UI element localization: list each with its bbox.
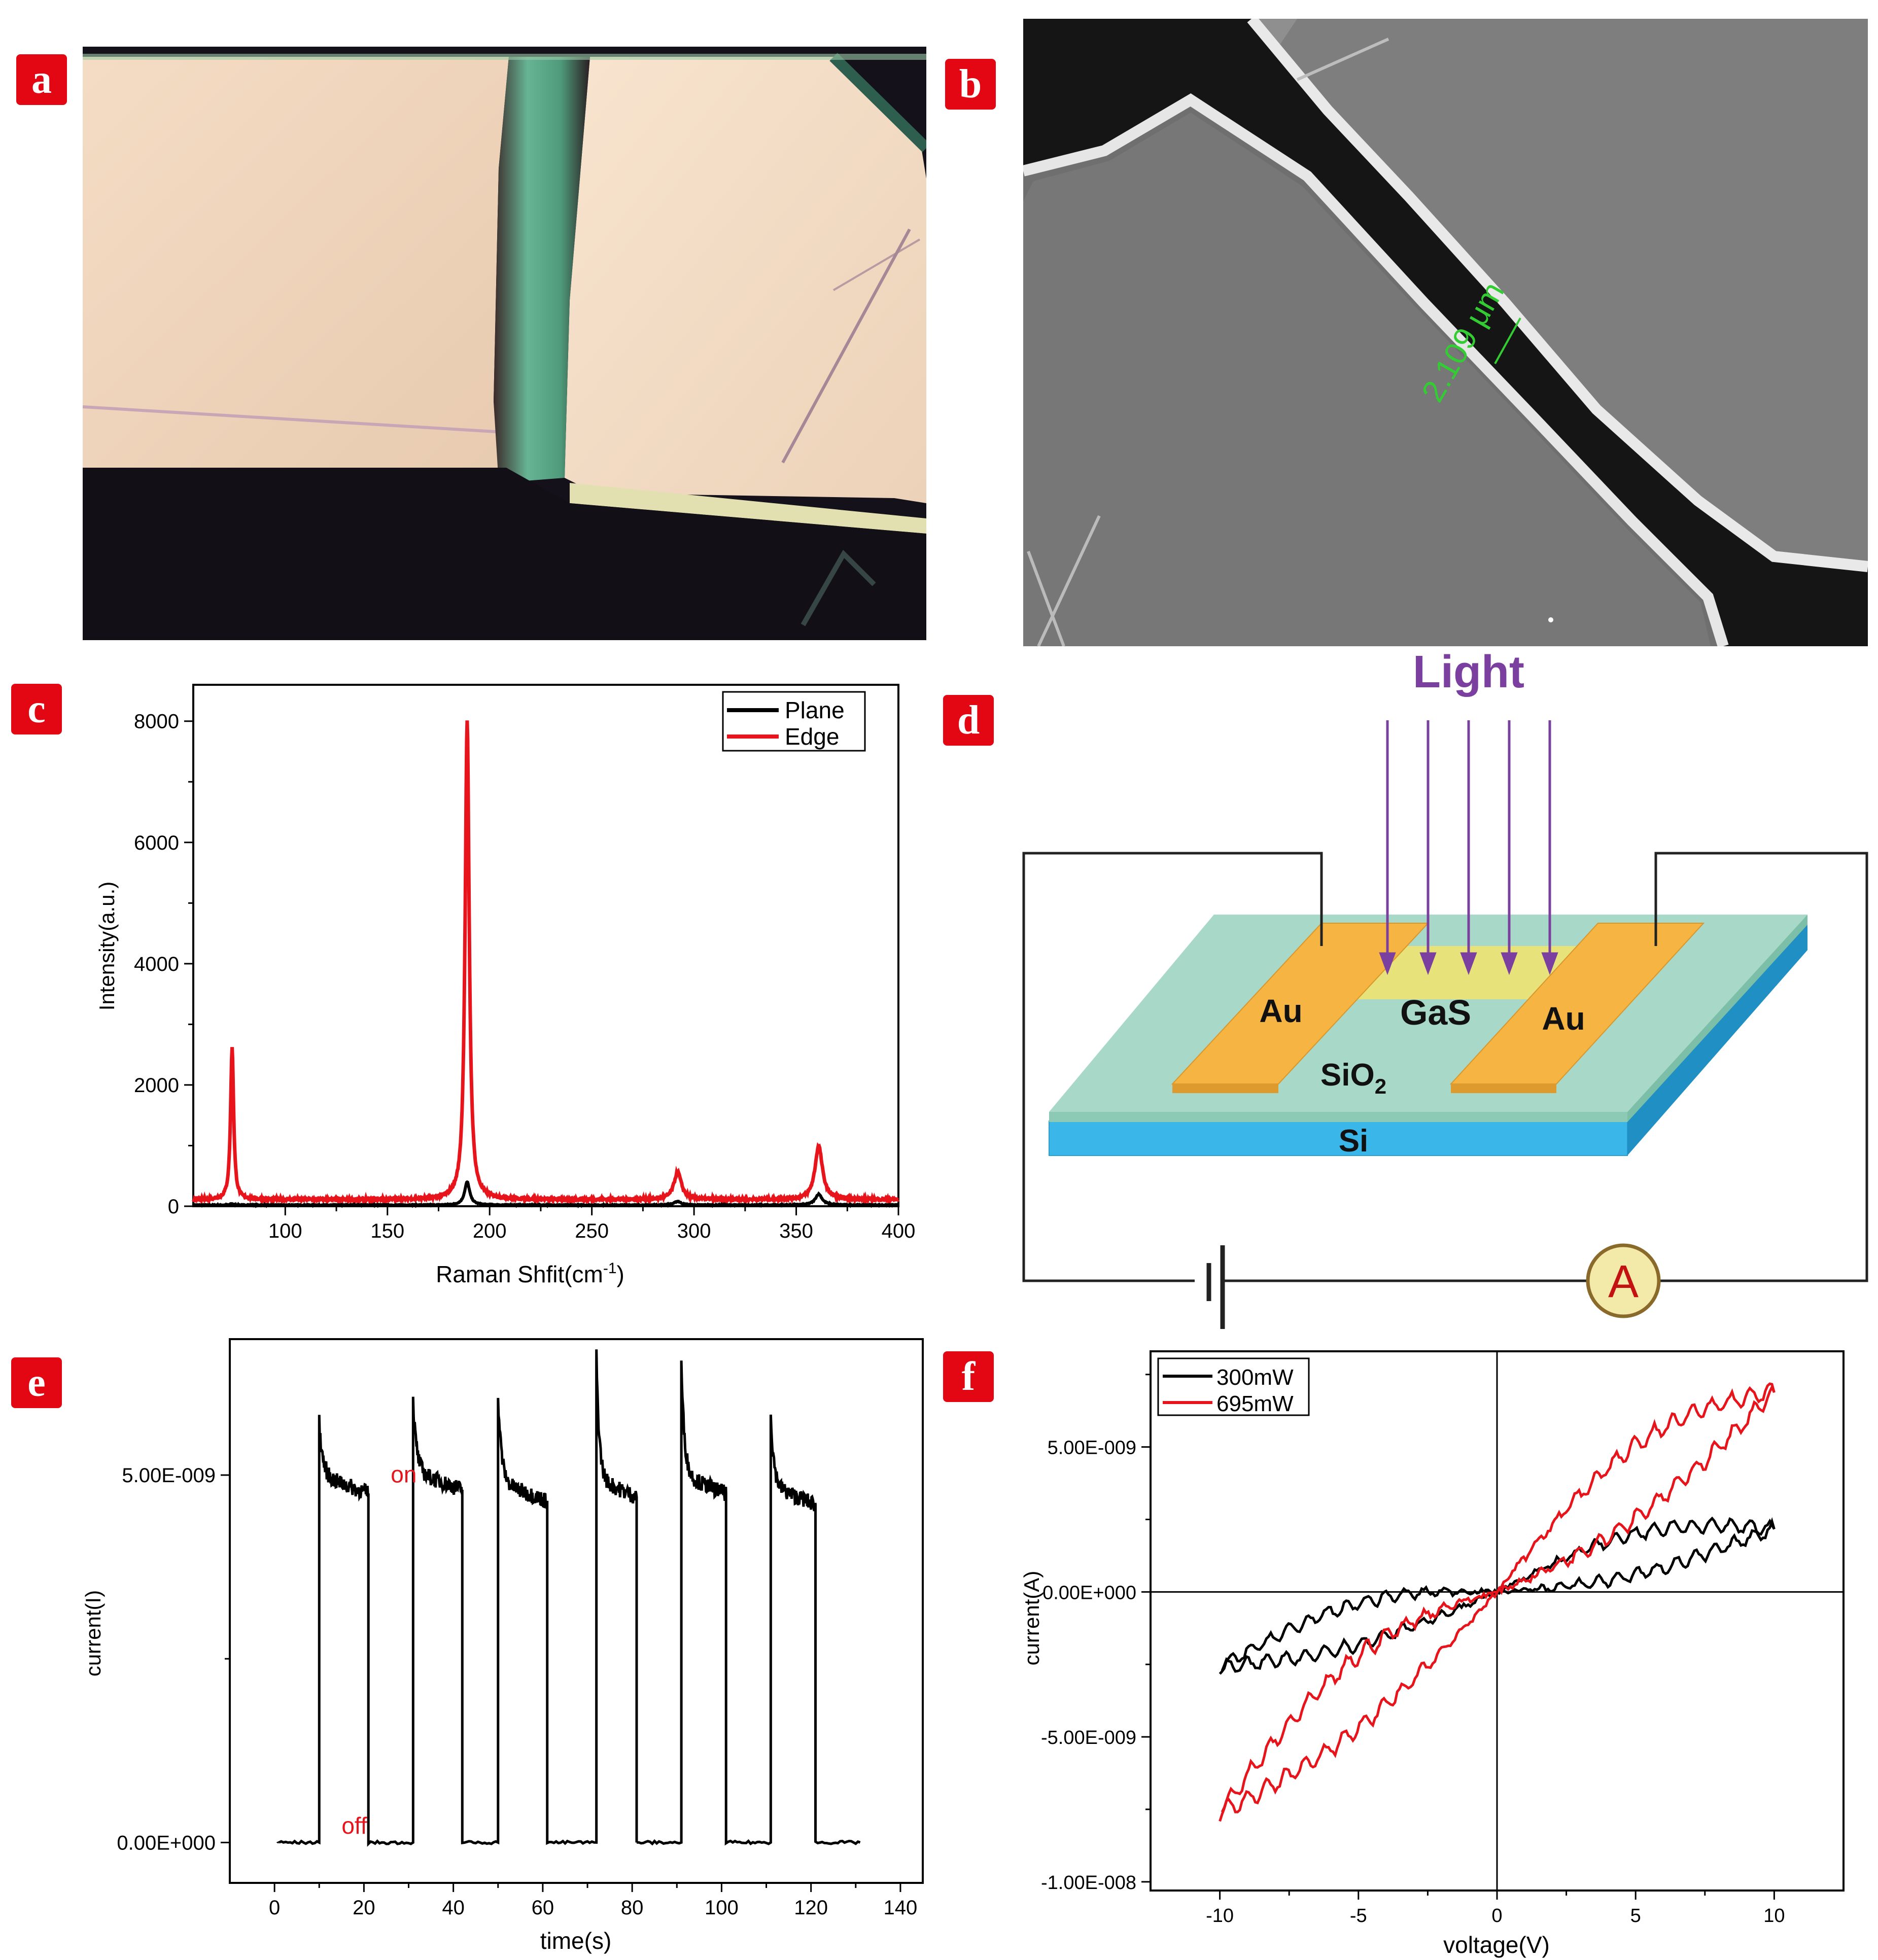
x-tick-label: 40 (442, 1897, 465, 1919)
x-tick-label: 60 (532, 1897, 554, 1919)
electrode-left-front (1172, 1084, 1278, 1093)
circuit-wire (1022, 852, 1323, 1282)
si-label: Si (1339, 1124, 1369, 1159)
y-tick-label: -5.00E-009 (1041, 1727, 1136, 1748)
legend-695mw-label: 695mW (1216, 1391, 1294, 1416)
x-tick-label: 80 (621, 1897, 644, 1919)
x-tick-label: 120 (794, 1897, 828, 1919)
gas-channel (1339, 946, 1593, 999)
panel-label-e: e (11, 1357, 62, 1408)
annotation-on: on (391, 1461, 416, 1487)
x-tick-label: 140 (884, 1897, 918, 1919)
legend-edge-label: Edge (785, 723, 839, 750)
x-tick-label: 300 (677, 1220, 711, 1242)
photoresponse-y-axis-label: current(I) (81, 1590, 105, 1676)
photoresponse-chart: 0 20 40 60 80 100 120 140 0.00E+000 5.00E-009 on o… (81, 1338, 924, 1954)
x-tick-label: 400 (882, 1220, 916, 1242)
au-left-label: Au (1259, 993, 1302, 1029)
y-tick-label: 8000 (134, 711, 179, 733)
y-tick-label: 0.00E+000 (117, 1832, 216, 1854)
raman-series-edge (192, 720, 900, 1207)
iv-series-695mw (1219, 1382, 1776, 1822)
annotation-off: off (341, 1812, 367, 1839)
x-tick-label: 150 (370, 1220, 404, 1242)
panel-label-b: b (945, 59, 996, 110)
photocurrent-trace (276, 1349, 861, 1847)
iv-y-axis-label: current(A) (1020, 1571, 1044, 1666)
sem-micrograph: 2.109 μm (1023, 19, 1868, 646)
legend-300mw-label: 300mW (1216, 1365, 1294, 1390)
sio2-layer-front (1049, 1112, 1627, 1122)
y-tick-label: 5.00E-009 (122, 1464, 216, 1487)
x-tick-label: 10 (1763, 1905, 1785, 1927)
raman-series-group (192, 720, 900, 1208)
light-arrows (1379, 720, 1558, 975)
device-schematic: Light GaS Au Au SiO2 Si A (1022, 649, 1868, 1329)
circuit-wire-right (1651, 852, 1868, 1282)
iv-series-group (1219, 1382, 1776, 1822)
light-label: Light (1413, 649, 1524, 697)
x-tick-label: -10 (1206, 1905, 1234, 1927)
sio2-label: SiO2 (1320, 1058, 1386, 1098)
gas-label: GaS (1400, 993, 1471, 1032)
y-tick-label: 0 (168, 1196, 179, 1218)
iv-series-300mw (1219, 1516, 1776, 1675)
si-substrate-side (1627, 916, 1807, 1156)
photoresponse-series-group (276, 1349, 861, 1847)
au-right-label: Au (1542, 1000, 1585, 1037)
raman-plot-frame (192, 684, 899, 1207)
raman-series-plane (192, 1180, 899, 1208)
x-tick-label: 350 (779, 1220, 813, 1242)
y-tick-label: 5.00E-009 (1048, 1438, 1136, 1459)
raman-x-axis-label: Raman Shfit(cm-1) (436, 1260, 624, 1287)
ammeter-label: A (1608, 1256, 1639, 1307)
raman-y-axis-label: Intensity(a.u.) (95, 882, 119, 1010)
y-tick-label: -1.00E-008 (1041, 1872, 1136, 1894)
ammeter-icon (1586, 1243, 1661, 1318)
x-tick-label: 100 (268, 1220, 302, 1242)
x-tick-label: 20 (353, 1897, 375, 1919)
y-tick-label: 0.00E+000 (1042, 1582, 1136, 1603)
iv-x-axis-label: voltage(V) (1443, 1932, 1550, 1958)
iv-legend: 300mW 695mW (1157, 1357, 1310, 1416)
panel-label-d: d (943, 695, 994, 746)
photoresponse-plot-frame (229, 1338, 924, 1884)
sio2-layer-side (1627, 915, 1807, 1122)
panel-label-c: c (11, 684, 62, 734)
y-tick-label: 6000 (134, 832, 179, 854)
x-tick-label: 0 (269, 1897, 280, 1919)
x-tick-label: 0 (1491, 1905, 1502, 1927)
photoresponse-x-axis-label: time(s) (540, 1928, 612, 1954)
panel-label-f: f (943, 1351, 994, 1402)
panel-label-a: a (16, 54, 67, 105)
y-tick-label: 4000 (134, 953, 179, 975)
legend-plane-label: Plane (785, 697, 845, 723)
raman-legend: Plane Edge (722, 691, 866, 752)
iv-chart: -10 -5 0 5 10 -1.00E-008 -5.00E-009 0.00E+000 5.… (1020, 1350, 1845, 1958)
y-tick-label: 2000 (134, 1074, 179, 1097)
x-tick-label: 5 (1630, 1905, 1641, 1927)
x-tick-label: 250 (575, 1220, 609, 1242)
x-tick-label: 200 (473, 1220, 507, 1242)
x-tick-label: 100 (705, 1897, 739, 1919)
optical-micrograph (83, 47, 926, 640)
electrode-right-front (1451, 1084, 1556, 1093)
x-tick-label: -5 (1350, 1905, 1367, 1927)
